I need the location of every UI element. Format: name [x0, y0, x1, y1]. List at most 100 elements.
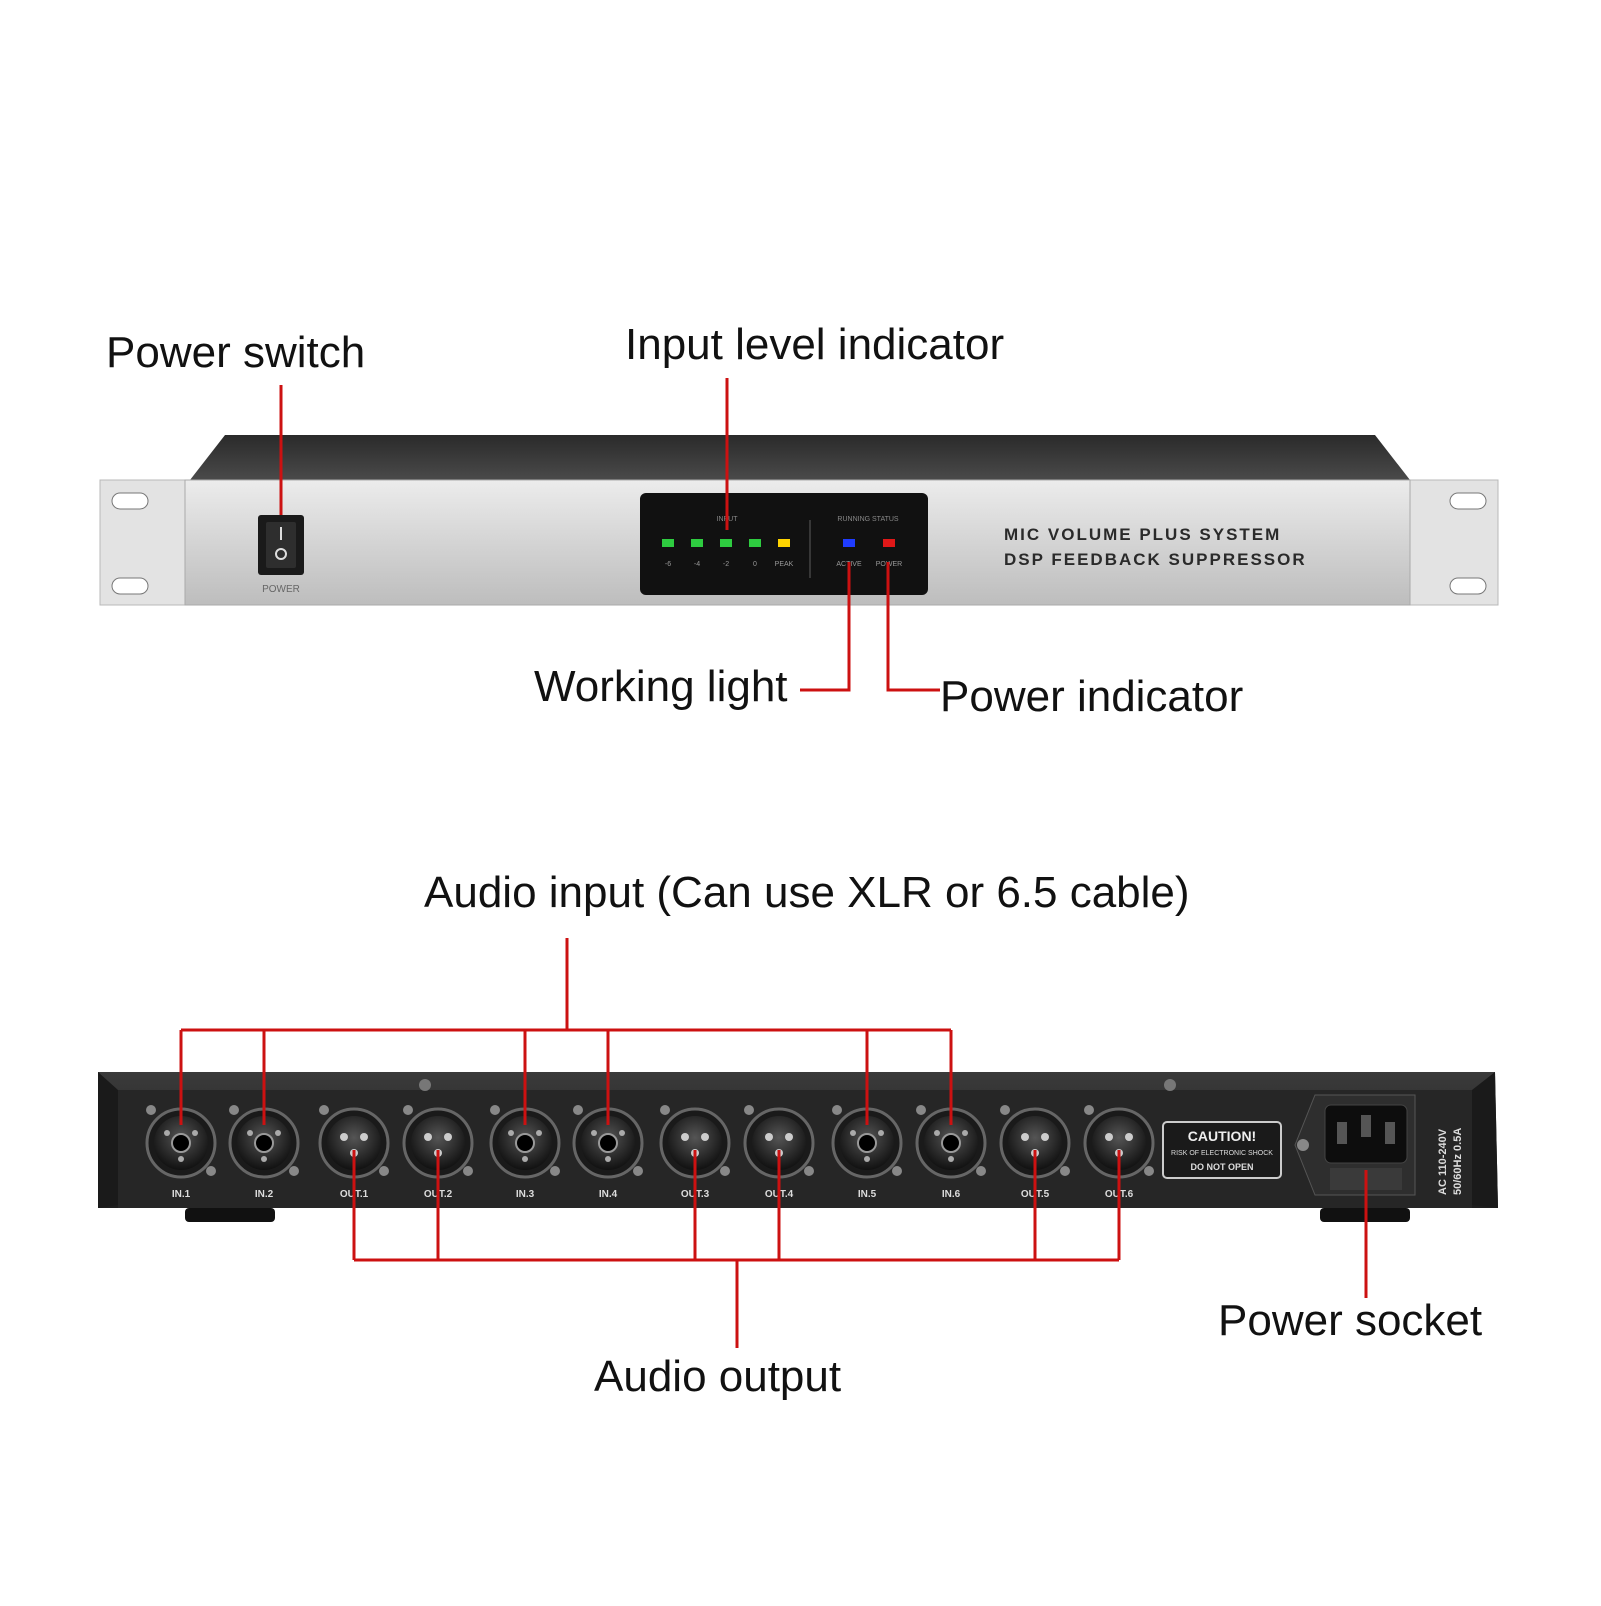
xlr-pin	[522, 1156, 528, 1162]
jack-screw	[976, 1166, 986, 1176]
level-led-label: -2	[723, 561, 729, 568]
ear-hole	[111, 492, 149, 510]
brand-line-2: DSP FEEDBACK SUPPRESSOR	[1004, 550, 1307, 569]
active-led	[843, 539, 855, 547]
jack-screw	[916, 1105, 926, 1115]
combo-center	[515, 1133, 535, 1153]
caution-label	[1162, 1121, 1282, 1179]
xlr-pin	[360, 1133, 368, 1141]
jack-screw	[319, 1105, 329, 1115]
power-switch-rocker[interactable]	[266, 522, 296, 568]
jack-screw	[1060, 1166, 1070, 1176]
jack-label: IN.4	[599, 1189, 618, 1200]
jack-label: IN.3	[516, 1189, 535, 1200]
xlr-pin	[444, 1133, 452, 1141]
jack-in4[interactable]: IN.4	[572, 1105, 644, 1200]
xlr-pin	[1041, 1133, 1049, 1141]
jack-screw	[832, 1105, 842, 1115]
level-led-label: -4	[694, 561, 700, 568]
jack-screw	[1000, 1105, 1010, 1115]
leader-power-indicator	[886, 562, 940, 692]
xlr-pin	[340, 1133, 348, 1141]
socket-screw	[1297, 1139, 1309, 1151]
callout-audio-input: Audio input (Can use XLR or 6.5 cable)	[424, 868, 1190, 917]
ac-rating-line-1: AC 110-240V	[1437, 1128, 1449, 1195]
level-led	[749, 539, 761, 547]
socket-pin	[1361, 1115, 1371, 1137]
ac-rating-line-2: 50/60Hz 0.5A	[1452, 1128, 1464, 1195]
level-led-label: PEAK	[775, 561, 794, 568]
chassis-screw	[419, 1079, 431, 1091]
xlr-pin	[164, 1130, 170, 1136]
jack-screw	[463, 1166, 473, 1176]
brand-line-1: MIC VOLUME PLUS SYSTEM	[1004, 525, 1281, 544]
jack-screw	[804, 1166, 814, 1176]
jack-in3[interactable]: IN.3	[489, 1105, 561, 1200]
front-leader-lines	[279, 378, 940, 692]
xlr-pin	[536, 1130, 542, 1136]
jack-screw	[229, 1105, 239, 1115]
jack-in2[interactable]: IN.2	[228, 1105, 300, 1200]
power-led	[883, 539, 895, 547]
xlr-pin	[948, 1156, 954, 1162]
caution-line-1: RISK OF ELECTRONIC SHOCK	[1171, 1150, 1273, 1157]
jack-screw	[206, 1166, 216, 1176]
jack-screw	[289, 1166, 299, 1176]
power-off-mark	[275, 548, 287, 560]
combo-center	[171, 1133, 191, 1153]
jack-socket	[327, 1116, 381, 1170]
jack-screw	[146, 1105, 156, 1115]
ear-hole	[111, 577, 149, 595]
power-switch-label: POWER	[262, 584, 300, 595]
rear-left-edge	[98, 1072, 118, 1208]
xlr-pin	[247, 1130, 253, 1136]
jack-socket	[1008, 1116, 1062, 1170]
jack-in5[interactable]: IN.5	[831, 1105, 903, 1200]
jack-screw	[490, 1105, 500, 1115]
jack-socket	[411, 1116, 465, 1170]
xlr-pin	[508, 1130, 514, 1136]
jack-screw	[403, 1105, 413, 1115]
combo-center	[254, 1133, 274, 1153]
xlr-pin	[275, 1130, 281, 1136]
jack-screw	[892, 1166, 902, 1176]
jack-label: IN.6	[942, 1189, 961, 1200]
rubber-foot	[185, 1208, 275, 1222]
jack-in6[interactable]: IN.6	[915, 1105, 987, 1200]
jack-screw	[379, 1166, 389, 1176]
jack-socket	[1092, 1116, 1146, 1170]
ear-hole	[1449, 577, 1487, 595]
jack-out3[interactable]: OUT.3	[659, 1105, 731, 1200]
jack-label: IN.2	[255, 1189, 274, 1200]
xlr-pin	[591, 1130, 597, 1136]
xlr-pin	[1125, 1133, 1133, 1141]
rear-right-edge	[1472, 1072, 1498, 1208]
caution-title: CAUTION!	[1188, 1128, 1256, 1144]
xlr-pin	[765, 1133, 773, 1141]
callout-audio-output: Audio output	[594, 1352, 842, 1401]
callout-working-light: Working light	[534, 662, 788, 711]
jack-label: IN.1	[172, 1189, 191, 1200]
caution-line-2: DO NOT OPEN	[1190, 1162, 1253, 1172]
level-led	[778, 539, 790, 547]
callout-power-indicator: Power indicator	[940, 672, 1244, 721]
xlr-pin	[261, 1156, 267, 1162]
xlr-pin	[701, 1133, 709, 1141]
jack-in1[interactable]: IN.1	[145, 1105, 217, 1200]
xlr-pin	[878, 1130, 884, 1136]
socket-pin	[1385, 1122, 1395, 1144]
chassis-screw	[1164, 1079, 1176, 1091]
callout-power-switch: Power switch	[106, 328, 366, 377]
xlr-pin	[962, 1130, 968, 1136]
jack-out2[interactable]: OUT.2	[402, 1105, 474, 1200]
combo-center	[598, 1133, 618, 1153]
jack-screw	[1144, 1166, 1154, 1176]
front-top-lid	[190, 435, 1410, 480]
level-led	[720, 539, 732, 547]
socket-pin	[1337, 1122, 1347, 1144]
